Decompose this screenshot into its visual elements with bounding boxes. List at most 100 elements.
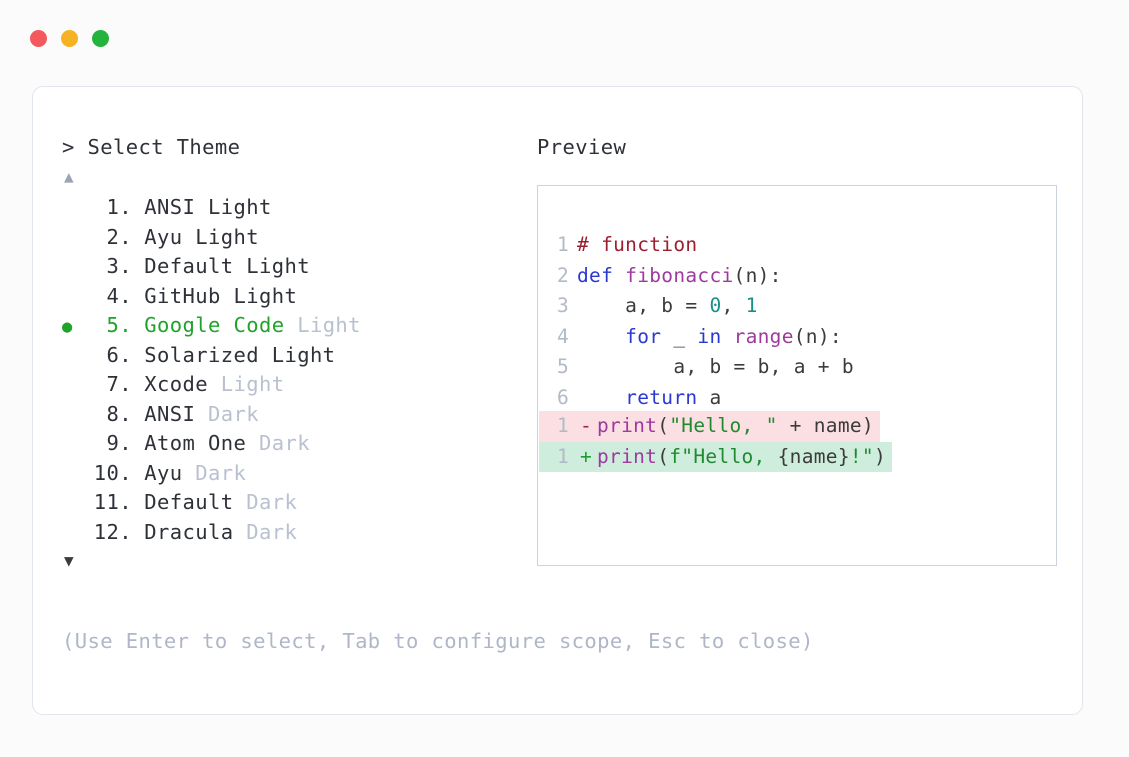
- theme-list-item[interactable]: 10.Ayu Dark: [62, 461, 532, 491]
- line-number: 6: [556, 385, 569, 409]
- line-number: 3: [556, 294, 569, 318]
- code-line-text: def fibonacci(n):: [569, 261, 782, 292]
- theme-list-item[interactable]: ●5.Google Code Light: [62, 313, 532, 343]
- diff-line-text: print(f"Hello, {name}!"): [597, 442, 892, 473]
- theme-item-name: Dracula: [144, 519, 234, 544]
- code-line: 1# function: [539, 230, 1055, 261]
- theme-item-number: 8.: [106, 401, 132, 426]
- code-token-plain: (: [657, 444, 670, 468]
- code-line-text: # function: [569, 230, 697, 261]
- window-titlebar: [30, 30, 109, 47]
- minimize-dot[interactable]: [61, 30, 78, 47]
- theme-list-item[interactable]: 1. ANSI Light: [62, 195, 532, 225]
- theme-list-item[interactable]: 7.Xcode Light: [62, 372, 532, 402]
- code-token-string: !": [849, 444, 874, 468]
- code-token-plain: ): [873, 444, 887, 468]
- code-token-plain: (n):: [793, 324, 842, 348]
- theme-list-item[interactable]: 2. Ayu Light: [62, 225, 532, 255]
- code-token-plain: [577, 386, 625, 409]
- keyboard-hint: (Use Enter to select, Tab to configure s…: [62, 629, 814, 653]
- diff-line-removed: 1-print("Hello, " + name): [539, 411, 880, 442]
- theme-item-number: 10.: [93, 460, 132, 485]
- code-line: 3 a, b = 0, 1: [539, 291, 1055, 322]
- theme-item-name: Ayu: [144, 460, 183, 485]
- page-title: > Select Theme: [62, 135, 241, 159]
- theme-list-item[interactable]: 12.Dracula Dark: [62, 520, 532, 550]
- theme-item-number: 4.: [106, 283, 132, 308]
- diff-line-added: 1 +print(f"Hello, {name}!"): [539, 441, 893, 473]
- maximize-dot[interactable]: [92, 30, 109, 47]
- code-token-builtin: print: [597, 414, 658, 437]
- theme-item-name: Solarized Light: [144, 342, 336, 367]
- code-token-keyword: for: [625, 324, 662, 348]
- theme-list-item[interactable]: 8. ANSI Dark: [62, 402, 532, 432]
- theme-selector-dialog: > Select Theme ▲ 1. ANSI Light 2. Ayu Light…: [32, 86, 1083, 715]
- code-token-keyword: return: [625, 385, 698, 409]
- code-line-text: a, b = b, a + b: [569, 352, 854, 383]
- code-token-builtin: print: [597, 444, 658, 468]
- theme-item-number: 11.: [93, 490, 132, 514]
- code-line: 6 return a: [539, 383, 1055, 414]
- diff-remove-marker: -: [579, 414, 593, 437]
- theme-item-variant: Dark: [246, 431, 310, 455]
- code-token-plain: [577, 325, 625, 348]
- code-line-text: return a: [569, 383, 722, 414]
- diff-preview: 1-print("Hello, " + name)1+print(f"Hello…: [539, 411, 1055, 473]
- code-token-plain: a, b =: [577, 294, 710, 318]
- code-token-plain: _: [661, 324, 698, 348]
- diff-add-marker: +: [579, 444, 593, 468]
- code-token-keyword: in: [697, 324, 722, 348]
- theme-item-name: ANSI Light: [144, 195, 272, 219]
- theme-item-name: Default Light: [144, 254, 310, 278]
- code-token-plain: + name): [777, 414, 874, 437]
- diff-line-text: print("Hello, " + name): [597, 411, 880, 442]
- preview-label: Preview: [537, 135, 627, 159]
- theme-item-name: Ayu Light: [144, 224, 259, 249]
- theme-list-item[interactable]: 6.Solarized Light: [62, 343, 532, 373]
- code-token-builtin: range: [733, 324, 794, 348]
- code-token-number: 1: [745, 294, 758, 318]
- theme-item-name: Atom One: [144, 431, 247, 455]
- code-token-plain: (: [657, 414, 670, 437]
- theme-item-variant: Light: [284, 313, 361, 337]
- code-token-number: 0: [709, 294, 722, 318]
- theme-item-number: 9.: [106, 431, 132, 455]
- line-number: 4: [556, 324, 569, 348]
- code-line: 5 a, b = b, a + b: [539, 352, 1055, 383]
- selected-bullet-icon: ●: [62, 317, 73, 337]
- theme-item-number: 3.: [106, 254, 132, 278]
- line-number: 1: [556, 414, 569, 437]
- theme-item-variant: Dark: [195, 401, 259, 426]
- line-number: 1: [556, 233, 569, 256]
- code-line-text: a, b = 0, 1: [569, 291, 758, 322]
- code-token-plain: a, b = b, a + b: [577, 355, 854, 379]
- theme-item-variant: Dark: [233, 490, 298, 514]
- theme-item-name: GitHub Light: [144, 283, 298, 308]
- code-token-plain: {name}: [777, 444, 850, 468]
- code-token-string: f"Hello,: [669, 444, 778, 468]
- theme-list-item[interactable]: 9. Atom One Dark: [62, 431, 532, 461]
- theme-item-number: 12.: [93, 519, 132, 544]
- close-dot[interactable]: [30, 30, 47, 47]
- theme-list-item[interactable]: 4. GitHub Light: [62, 284, 532, 314]
- line-number: 1: [556, 444, 569, 468]
- theme-list-item[interactable]: 11. Default Dark: [62, 490, 532, 520]
- scroll-down-icon[interactable]: ▼: [64, 551, 74, 570]
- theme-item-number: 2.: [106, 224, 132, 249]
- code-token-keyword: def: [577, 263, 626, 287]
- code-token-plain: [722, 325, 734, 348]
- code-token-plain: a: [697, 385, 722, 409]
- code-token-plain: (n):: [733, 263, 782, 287]
- line-number: 2: [556, 263, 569, 287]
- theme-item-name: Xcode: [144, 372, 209, 396]
- theme-item-name: ANSI: [144, 401, 196, 426]
- scroll-up-icon[interactable]: ▲: [64, 167, 74, 186]
- theme-item-name: Default: [144, 490, 234, 514]
- theme-list-item[interactable]: 3. Default Light: [62, 254, 532, 284]
- theme-item-name: Google Code: [144, 313, 285, 337]
- theme-item-number: 1.: [106, 195, 132, 219]
